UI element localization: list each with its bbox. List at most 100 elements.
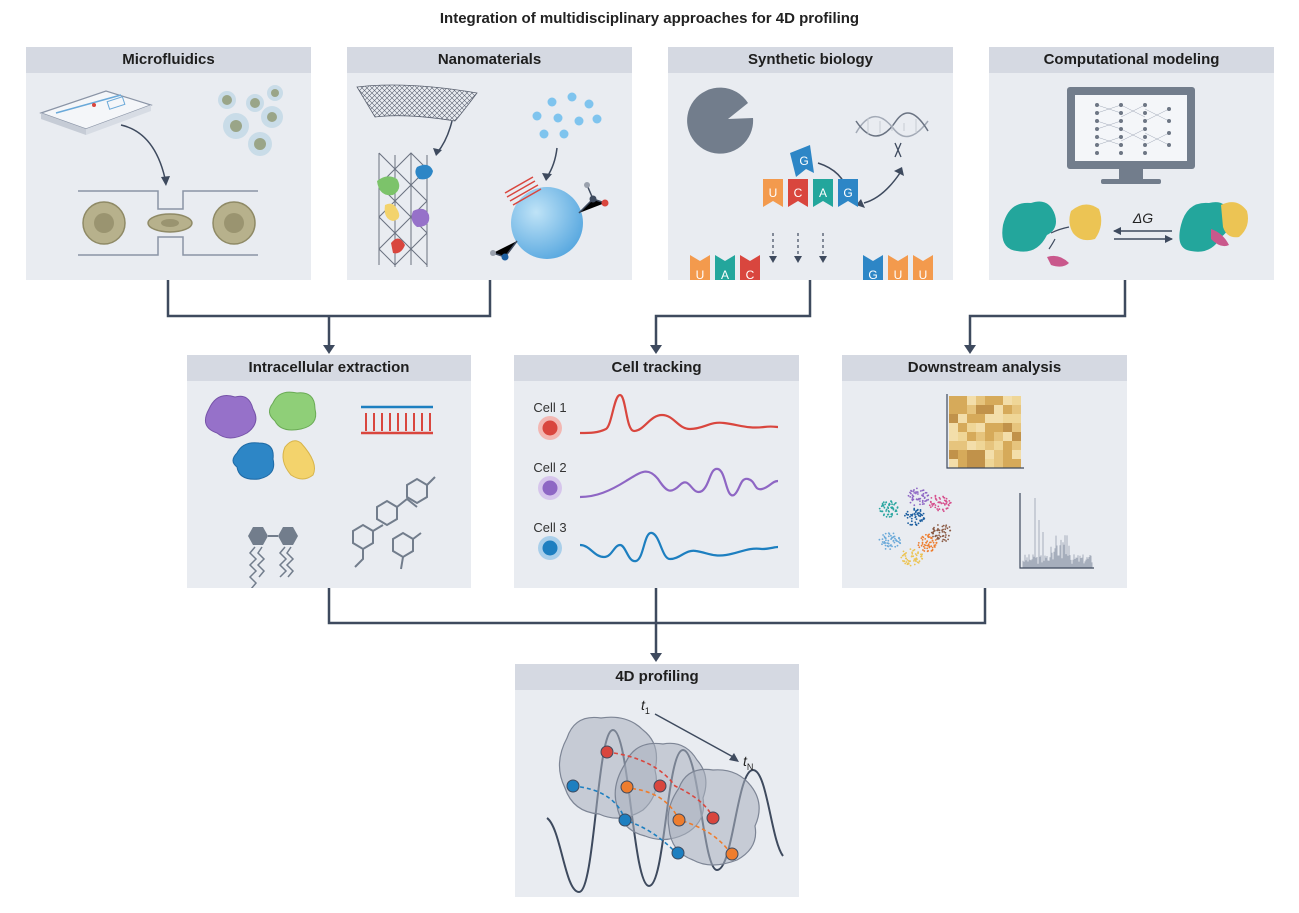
heatmap-cell: [958, 423, 967, 432]
panel-computational-modeling: Computational modeling ΔG: [989, 47, 1274, 280]
umap-point: [897, 541, 900, 543]
scissors-icon: [894, 142, 902, 158]
panel-4d-profiling: 4D profiling t1 tN: [515, 664, 799, 897]
umap-point: [909, 564, 912, 567]
umap-point: [928, 504, 931, 507]
umap-point: [893, 541, 896, 544]
heatmap-cell: [994, 396, 1003, 405]
umap-point: [914, 511, 917, 514]
umap-point: [885, 501, 887, 504]
umap-point: [914, 553, 917, 555]
umap-point: [890, 513, 893, 516]
umap-point: [918, 546, 921, 549]
umap-point: [894, 545, 897, 548]
umap-point: [896, 513, 899, 516]
heatmap-cell: [994, 414, 1003, 423]
umap-point: [939, 498, 942, 500]
umap-point: [941, 531, 944, 533]
umap-point: [917, 514, 920, 517]
umap-point: [922, 545, 925, 548]
umap-point: [920, 537, 923, 540]
heatmap-cell: [967, 405, 976, 414]
microfluidics-illustration: [39, 85, 283, 256]
umap-point: [922, 536, 925, 539]
umap-point: [934, 539, 937, 541]
guide-rna-icon: [790, 145, 814, 177]
heatmap-cell: [1003, 459, 1012, 468]
umap-point: [887, 510, 890, 512]
rna-base: [838, 179, 858, 207]
panel-microfluidics: Microfluidics: [26, 47, 311, 280]
umap-point: [945, 524, 948, 527]
protein-red-icon: [391, 238, 405, 254]
umap-point: [928, 536, 931, 538]
umap-point: [911, 498, 914, 500]
panel-title: Synthetic biology: [668, 47, 953, 73]
umap-point: [942, 510, 945, 513]
cell-2-label: Cell 2: [533, 460, 566, 475]
umap-point: [911, 523, 914, 526]
rna-base: [813, 179, 833, 207]
umap-point: [924, 500, 926, 503]
cas-enzyme-icon: [687, 87, 754, 154]
umap-point: [899, 542, 901, 544]
receptor-protein-icon: [1002, 201, 1056, 252]
panel-intracellular-extraction: Intracellular extraction: [187, 355, 471, 588]
strand-base: [913, 255, 933, 280]
heatmap-cell: [1003, 432, 1012, 441]
umap-point: [887, 542, 890, 545]
umap-point: [926, 547, 929, 550]
umap-clusters-icon: [878, 487, 952, 567]
heatmap-cell: [994, 432, 1003, 441]
panel-title: Nanomaterials: [347, 47, 632, 73]
umap-point: [892, 540, 895, 542]
cell-3-label: Cell 3: [533, 520, 566, 535]
protein-yellow-icon: [384, 203, 400, 221]
umap-point: [921, 553, 923, 556]
umap-point: [943, 539, 946, 541]
heatmap-cell: [994, 423, 1003, 432]
umap-point: [882, 534, 884, 536]
umap-point: [927, 534, 930, 536]
umap-point: [884, 544, 887, 547]
umap-point: [887, 532, 890, 534]
umap-point: [889, 548, 892, 550]
umap-point: [899, 539, 901, 541]
intracellular-extraction-illustration: [204, 391, 436, 588]
umap-point: [886, 506, 889, 508]
umap-point: [909, 501, 912, 504]
umap-point: [887, 539, 890, 542]
heatmap-cell: [1012, 396, 1021, 405]
umap-point: [930, 497, 933, 499]
umap-point: [945, 500, 948, 503]
umap-point: [913, 563, 916, 566]
umap-point: [929, 506, 932, 509]
cell-1-label: Cell 1: [533, 400, 566, 415]
umap-point: [881, 541, 884, 543]
panel-title: 4D profiling: [515, 664, 799, 690]
umap-point: [914, 521, 917, 524]
heatmap-cell: [1003, 405, 1012, 414]
umap-point: [938, 531, 941, 534]
umap-point: [904, 553, 907, 555]
umap-point: [932, 541, 935, 544]
connector-to-tracking: [654, 280, 812, 350]
umap-point: [926, 540, 929, 543]
time-start-label: t1: [641, 697, 650, 716]
umap-point: [949, 529, 952, 532]
heatmap-cell: [949, 405, 958, 414]
umap-point: [917, 498, 920, 501]
umap-point: [934, 498, 937, 500]
umap-point: [880, 510, 883, 513]
umap-point: [924, 538, 927, 540]
umap-point: [892, 507, 894, 509]
heatmap-cell: [1012, 414, 1021, 423]
umap-point: [937, 509, 939, 512]
heatmap-cell: [976, 450, 985, 459]
umap-point: [930, 541, 932, 544]
rna-base-label: U: [769, 186, 778, 200]
heatmap-cell: [976, 405, 985, 414]
umap-point: [930, 545, 933, 548]
heatmap-cell: [958, 459, 967, 468]
